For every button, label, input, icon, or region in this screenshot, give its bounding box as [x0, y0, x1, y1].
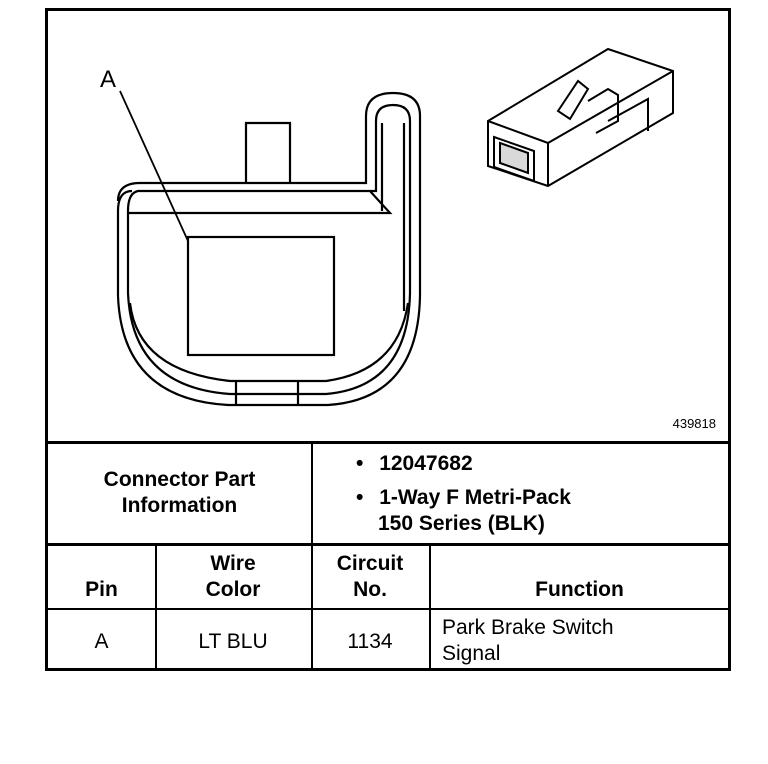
divider-info-header: [48, 543, 728, 546]
header-wire-color: Wire Color: [205, 552, 261, 601]
row-wire-color: LT BLU: [198, 630, 268, 653]
row-function: Park Brake Switch Signal: [442, 616, 614, 665]
figure-number: 439818: [672, 416, 716, 431]
description-line1: 1-Way F Metri-Pack: [379, 486, 571, 509]
header-pin: Pin: [85, 578, 118, 601]
bullet-glyph: •: [356, 452, 364, 475]
header-function: Function: [535, 578, 624, 601]
connector-frame: A 439818 Connector Part Information • 12…: [45, 8, 731, 671]
row-circuit-no: 1134: [347, 630, 393, 653]
bullet-glyph: •: [356, 486, 364, 509]
connector-iso-drawing: [487, 47, 674, 188]
part-number-line: • 12047682: [356, 451, 726, 477]
divider-diagram-table: [48, 441, 728, 444]
connector-face-drawing: [116, 90, 422, 407]
connector-info-header: Connector Part Information: [103, 468, 256, 517]
divider-info-col: [311, 441, 313, 543]
part-number: 12047682: [379, 452, 473, 475]
divider-header-row: [48, 608, 728, 610]
divider-wire-col: [311, 543, 313, 671]
divider-circuit-col: [429, 543, 431, 671]
connector-diagram: A: [100, 47, 674, 407]
header-circuit-no: Circuit No.: [336, 552, 404, 601]
row-pin: A: [94, 630, 109, 653]
pin-callout-label: A: [100, 66, 116, 93]
divider-pin-col: [155, 543, 157, 671]
connector-description: • 1-Way F Metri-Pack 150 Series (BLK): [356, 485, 726, 537]
description-line2: 150 Series (BLK): [378, 512, 545, 535]
